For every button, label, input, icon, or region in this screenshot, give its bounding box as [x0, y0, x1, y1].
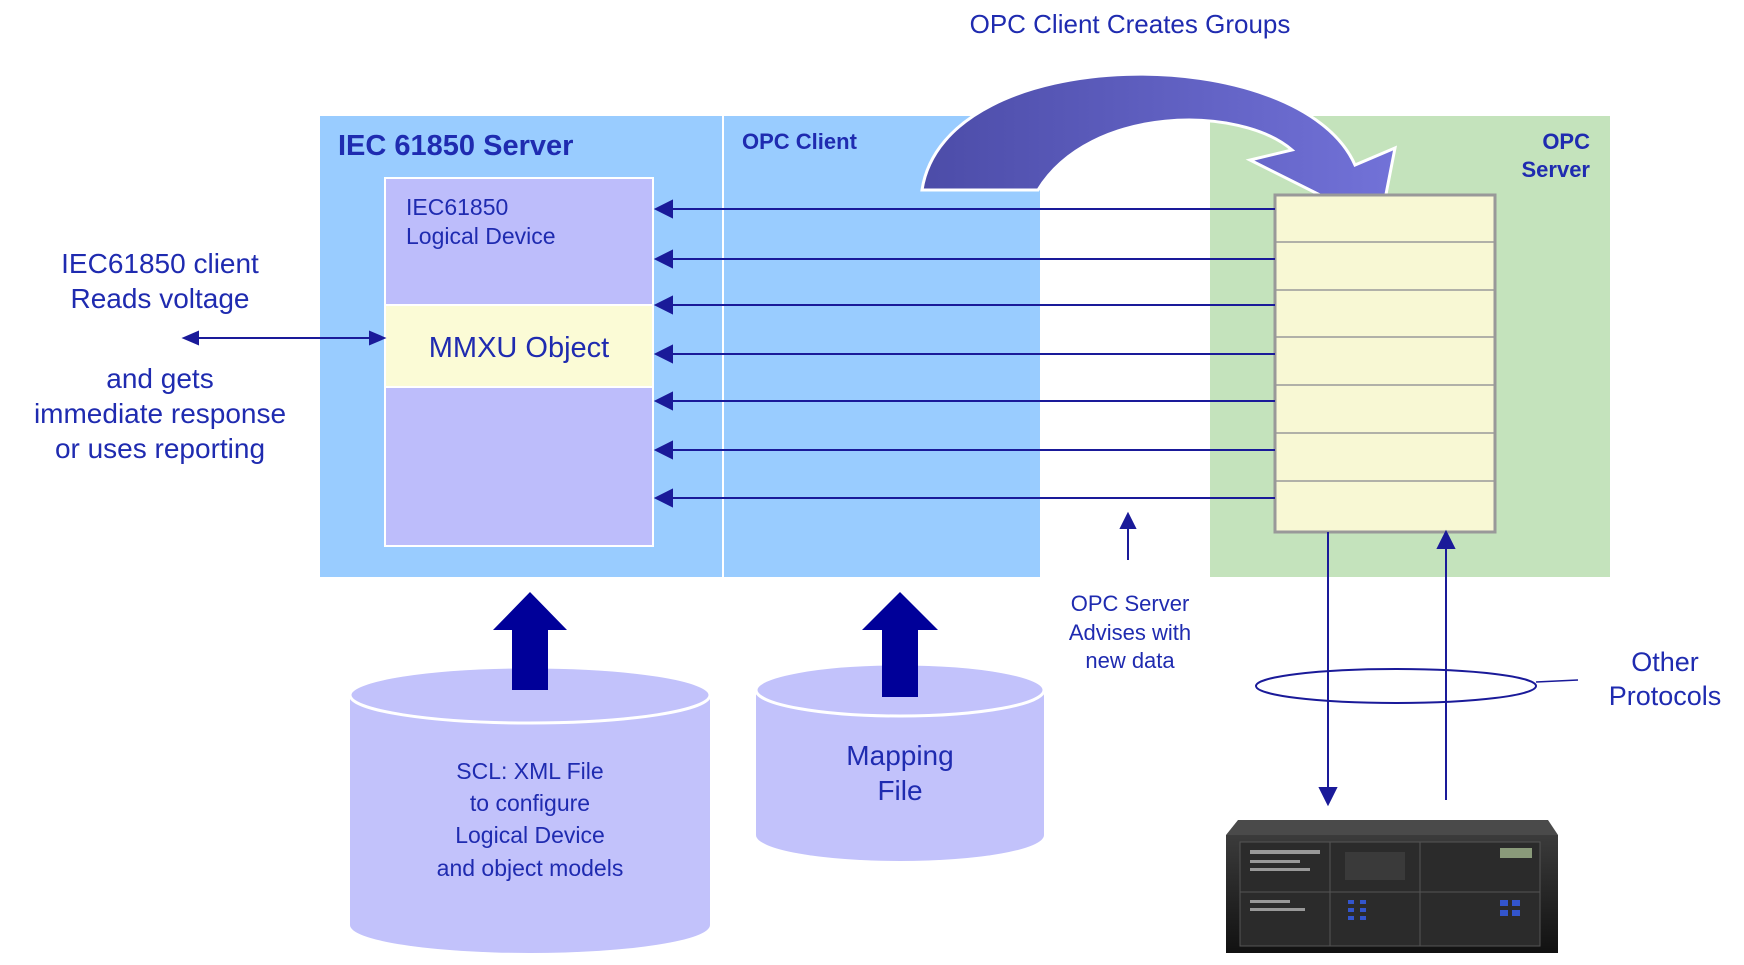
- logical-device-label: IEC61850 Logical Device: [406, 193, 636, 251]
- iec-client-line1: IEC61850 client: [61, 248, 259, 279]
- advise-line1: OPC Server: [1070, 591, 1190, 616]
- advise-line3: new data: [1085, 648, 1175, 674]
- opc-group-table: [1273, 193, 1497, 534]
- opc-client-panel: [724, 116, 1040, 577]
- logical-device-line2: Logical Device: [406, 222, 556, 249]
- logical-device-line1: IEC61850: [406, 194, 509, 220]
- client-read-arrow: [181, 330, 387, 346]
- iec-client-line5: or uses reporting: [54, 433, 266, 464]
- scl-file-cylinder: [348, 665, 712, 953]
- device-link-arrows: [1318, 529, 1456, 807]
- other-protocols-line2: Protocols: [1608, 680, 1722, 711]
- opc-group-row-dividers: [1275, 241, 1495, 482]
- opc-data-arrows: [653, 199, 1275, 508]
- scl-file-label: SCL: XML File to configure Logical Devic…: [370, 755, 690, 884]
- opc-server-title-line2: Server: [1521, 156, 1590, 182]
- iec-client-line2: Reads voltage: [70, 283, 250, 314]
- scl-file-line2: to configure: [469, 790, 591, 817]
- scl-file-line1: SCL: XML File: [456, 758, 604, 784]
- relay-device-icon: [1226, 820, 1558, 953]
- protocols-leader-line: [1535, 679, 1579, 683]
- opc-client-title: OPC Client: [742, 129, 857, 154]
- iec-server-title: IEC 61850 Server: [338, 130, 574, 162]
- scl-file-line3: Logical Device: [455, 822, 605, 849]
- other-protocols-label: Other Protocols: [1590, 646, 1740, 714]
- advise-arrow: [1119, 511, 1137, 560]
- mmxu-object-label: MMXU Object: [428, 332, 610, 364]
- top-label: OPC Client Creates Groups: [969, 9, 1291, 39]
- advise-note: OPC Server Advises with new data: [1040, 590, 1220, 676]
- scl-file-line4: and object models: [436, 854, 624, 881]
- iec-client-note: IEC61850 client Reads voltage: [0, 246, 320, 316]
- advise-line2: Advises with: [1068, 619, 1192, 645]
- mapping-file-line1: Mapping: [846, 740, 954, 771]
- iec-client-line3: and gets: [106, 363, 214, 394]
- other-protocols-line1: Other: [1631, 647, 1699, 677]
- opc-server-title: OPC Server: [1490, 128, 1590, 183]
- scl-upload-arrow-icon: [493, 592, 567, 690]
- mapping-file-label: Mapping File: [780, 738, 1020, 808]
- mapping-file-line2: File: [877, 775, 923, 806]
- opc-server-title-line1: OPC: [1542, 129, 1590, 154]
- mapping-upload-arrow-icon: [862, 592, 938, 697]
- curved-arrow-icon: [920, 72, 1398, 228]
- protocols-ellipse: [1255, 668, 1537, 704]
- iec-client-line4: immediate response: [33, 398, 287, 429]
- mmxu-object-box: [384, 304, 654, 388]
- iec-client-response-note: and gets immediate response or uses repo…: [0, 361, 320, 466]
